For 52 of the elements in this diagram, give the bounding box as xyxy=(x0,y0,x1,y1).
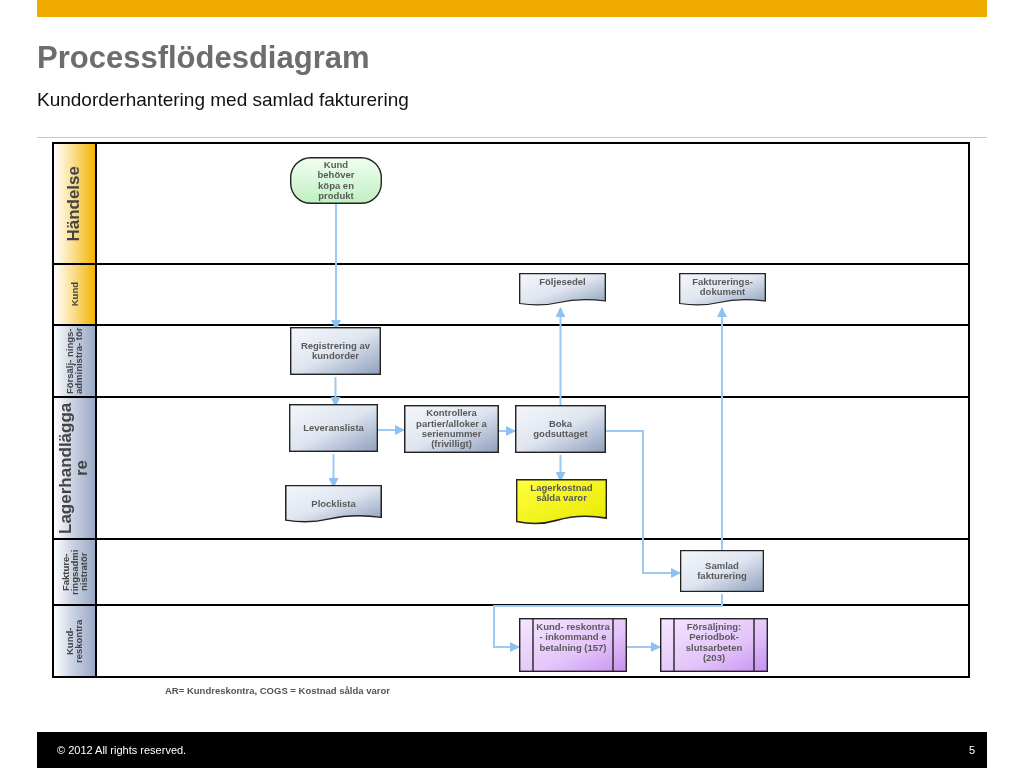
start-terminal xyxy=(290,157,382,204)
subprocess-box xyxy=(519,618,627,672)
swimlane xyxy=(52,538,970,606)
node-label: Leveranslista xyxy=(303,422,364,434)
subtitle: Kundorderhantering med samlad fakturering xyxy=(37,89,409,111)
process-box xyxy=(289,404,378,452)
swimlane xyxy=(52,396,970,540)
document-shape xyxy=(519,273,606,306)
arrow xyxy=(555,307,566,408)
copyright: © 2012 All rights reserved. xyxy=(57,744,187,756)
arrow xyxy=(498,426,516,436)
node-label: Samlad fakturering xyxy=(696,560,748,582)
swimlane xyxy=(52,142,970,265)
arrow xyxy=(328,453,339,488)
node-label: Försäljning: Periodbok- slutsarbeten (203) xyxy=(684,622,744,664)
document-shape xyxy=(679,273,766,306)
arrow xyxy=(331,203,341,330)
document-shape xyxy=(516,479,607,525)
node-label: Kontrollera partier/alloker a serienummer (frivilligt) xyxy=(415,408,488,450)
node-label: Fakturerings- dokument xyxy=(691,277,754,298)
node-label: Boka godsuttaget xyxy=(532,418,589,440)
process-box xyxy=(290,327,381,375)
footnote: AR= Kundreskontra, COGS = Kostnad sålda varor xyxy=(165,685,390,696)
page-number: 5 xyxy=(968,744,975,756)
lane-label: Försälj- nings- administra- tör xyxy=(65,326,84,396)
swimlane xyxy=(52,324,970,398)
arrow xyxy=(605,430,681,578)
lane-label: Händelse xyxy=(66,165,83,242)
arrow xyxy=(555,454,566,482)
lane-label: Fakture- ringsadmi nistratör xyxy=(60,548,88,597)
process-box xyxy=(680,550,764,592)
node-label: Lagerkostnad sålda varor xyxy=(529,483,594,504)
process-box xyxy=(515,405,606,453)
title: Processflödesdiagram xyxy=(37,40,370,76)
node-label: Registrering av kundorder xyxy=(299,340,372,362)
swimlane xyxy=(52,263,970,326)
node-label: Kund- reskontra - inkommand e betalning (157) xyxy=(536,622,610,654)
lane-label: Kund xyxy=(70,282,79,307)
arrow xyxy=(377,425,405,435)
lane-label: Lagerhandlägga re xyxy=(58,401,91,536)
lane-label: Kund- reskontra xyxy=(65,618,84,665)
node-label: Följesedel xyxy=(539,277,586,288)
document-shape xyxy=(285,485,382,523)
arrow xyxy=(330,376,341,407)
node-label: Plocklista xyxy=(311,498,356,510)
swimlane xyxy=(52,604,970,678)
subprocess-box xyxy=(660,618,768,672)
arrow xyxy=(493,593,723,652)
arrow xyxy=(626,642,661,652)
arrow xyxy=(717,307,727,553)
process-box xyxy=(404,405,499,453)
node-label: Kund behöver köpa en produkt xyxy=(316,159,356,202)
